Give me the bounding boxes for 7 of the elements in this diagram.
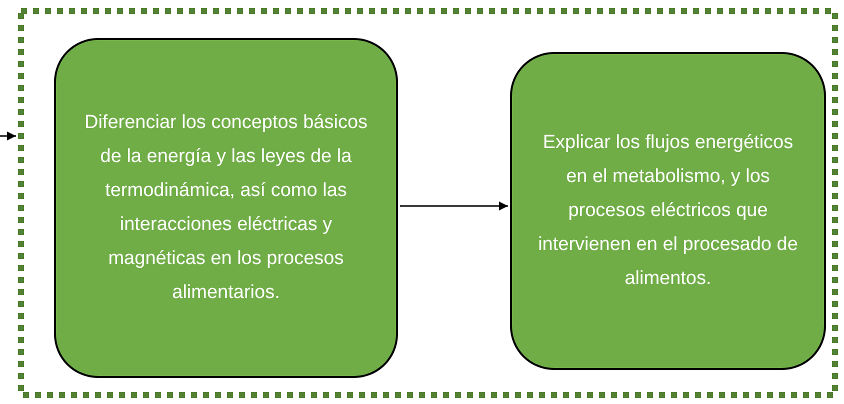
- arrow: [400, 202, 508, 210]
- box-text: Explicar los flujos energéticos en el metabolismo, y los procesos eléctricos que intervienen en el procesado de alimentos.: [537, 131, 799, 291]
- process-box: [54, 38, 398, 378]
- dotted-frame: [18, 8, 838, 398]
- process-box: [510, 52, 826, 370]
- arrow: [0, 132, 16, 140]
- box-text: Diferenciar los conceptos básicos de la energía y las leyes de la termodinámica, así como las interacciones eléctricas y magnéticas en los procesos alimentarios.: [83, 111, 369, 305]
